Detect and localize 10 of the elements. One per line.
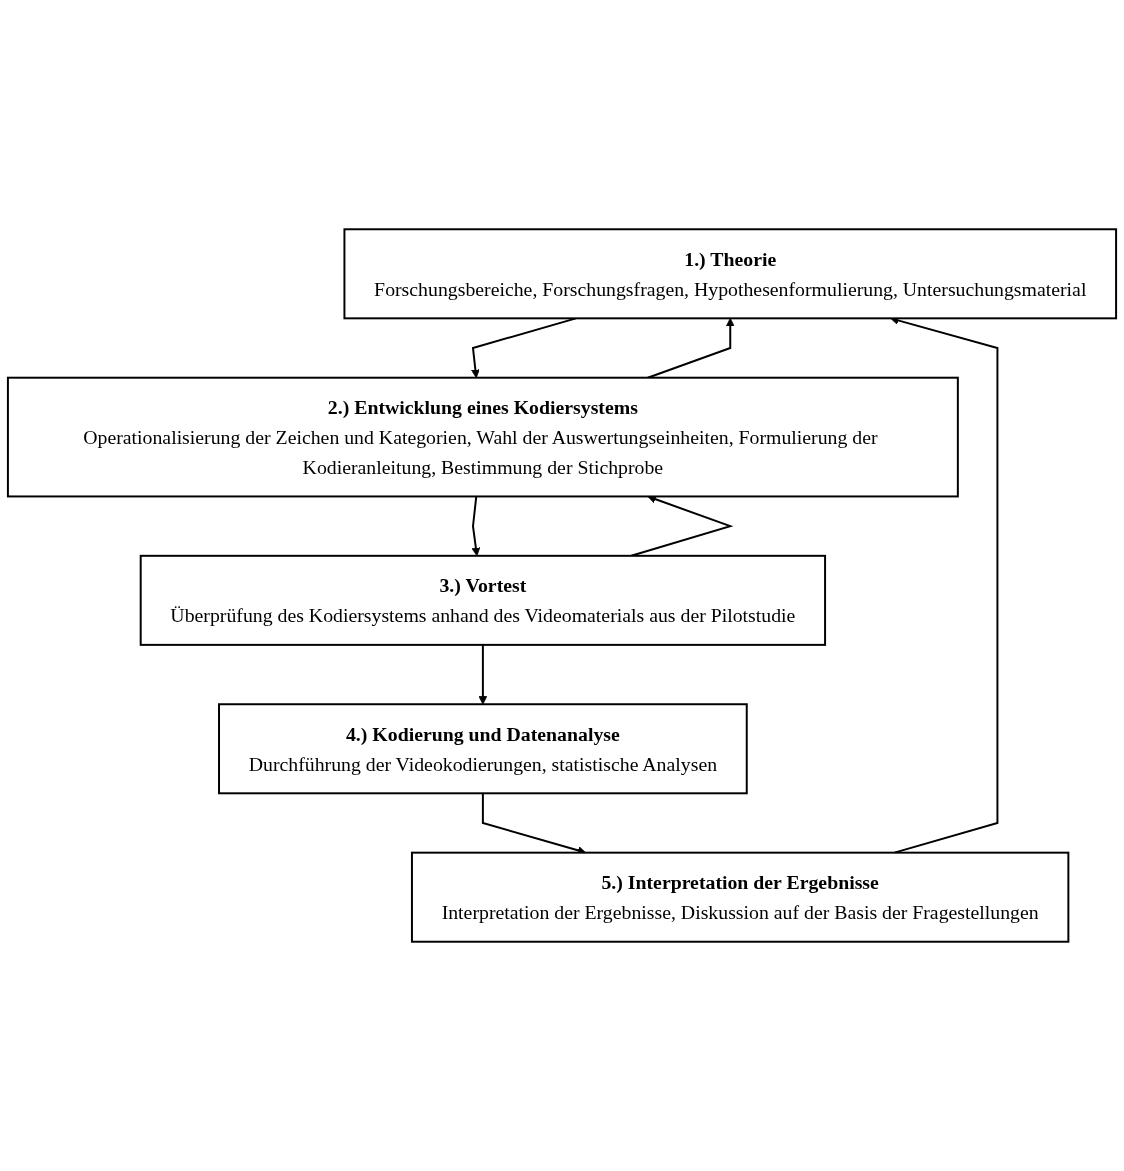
arrow <box>646 317 735 379</box>
node-box: 3.) Vortest Überprüfung des Kodiersystems anhand des Videomaterials aus der Pilotstudie <box>139 554 827 646</box>
node-box: 4.) Kodierung und Datenanalyse Durchführung der Videokodierungen, statistische Analysen <box>218 703 748 795</box>
arrow <box>630 495 734 557</box>
node-box: 1.) Theorie Forschungsbereiche, Forschungsfragen, Hypothesenformulierung, Untersuchungsmaterial <box>343 228 1118 320</box>
arrow <box>471 495 481 557</box>
arrow <box>478 643 488 705</box>
node-box: 5.) Interpretation der Ergebnisse Interpretation der Ergebnisse, Diskussion auf der Basis der Fragestellungen <box>410 851 1070 943</box>
arrow <box>471 317 577 379</box>
node-box: 2.) Entwicklung eines Kodiersystems Operationalisierung der Zeichen und Kategorien, Wahl der Auswertungseinheiten, Formulierung der Kodieranleitung, Bestimmung der Stichprobe <box>6 376 959 498</box>
